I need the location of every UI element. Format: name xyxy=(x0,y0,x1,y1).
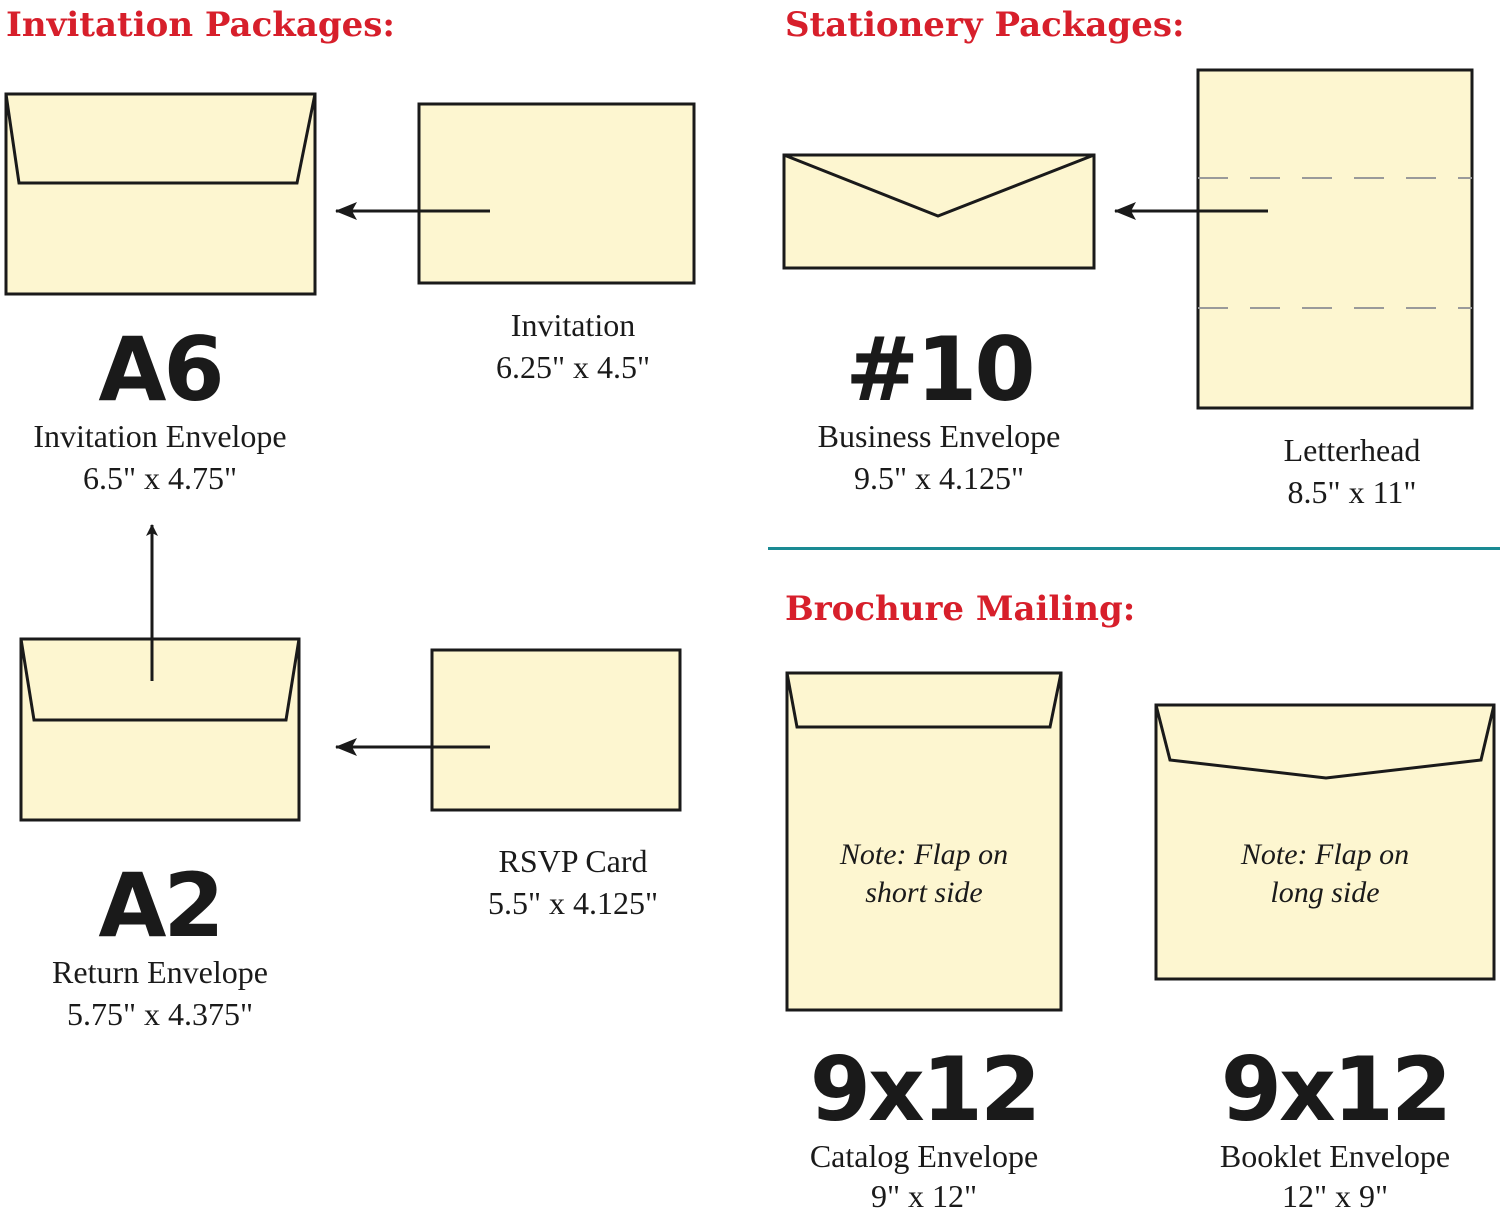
a2-size: 5.75" x 4.375" xyxy=(66,996,254,1032)
catalog-envelope xyxy=(785,671,1063,1012)
stationery-packages-heading: Stationery Packages: xyxy=(785,5,1185,45)
rsvp-card xyxy=(430,648,682,812)
a6-envelope xyxy=(4,92,317,296)
a2-code: A2 xyxy=(98,854,224,957)
booklet-code: 9x12 xyxy=(1220,1038,1452,1141)
a6-code: A6 xyxy=(98,318,224,421)
catalog-name: Catalog Envelope xyxy=(809,1138,1039,1174)
catalog-note-line2: short side xyxy=(865,876,983,909)
business-name: Business Envelope xyxy=(817,418,1061,454)
business-envelope xyxy=(782,153,1096,270)
letterhead-name: Letterhead xyxy=(1283,432,1421,468)
invitation-packages-heading: Invitation Packages: xyxy=(6,5,395,45)
letterhead-size: 8.5" x 11" xyxy=(1287,474,1417,510)
section-divider xyxy=(768,547,1500,550)
booklet-envelope xyxy=(1154,703,1496,981)
rsvp-size: 5.5" x 4.125" xyxy=(487,885,659,921)
business-size: 9.5" x 4.125" xyxy=(853,460,1025,496)
a2-name: Return Envelope xyxy=(52,954,268,990)
invitation-card xyxy=(417,102,696,285)
catalog-size: 9" x 12" xyxy=(870,1178,978,1214)
invitation-name: Invitation xyxy=(510,307,636,343)
catalog-note-line1: Note: Flap on xyxy=(839,838,1009,871)
a6-size: 6.5" x 4.75" xyxy=(82,460,238,496)
a6-name: Invitation Envelope xyxy=(33,418,287,454)
booklet-note-line1: Note: Flap on xyxy=(1240,838,1410,871)
booklet-size: 12" x 9" xyxy=(1281,1178,1389,1214)
rsvp-name: RSVP Card xyxy=(498,843,648,879)
invitation-size: 6.25" x 4.5" xyxy=(495,349,651,385)
letterhead-sheet xyxy=(1196,68,1474,410)
booklet-name: Booklet Envelope xyxy=(1219,1138,1451,1174)
catalog-code: 9x12 xyxy=(809,1038,1041,1141)
booklet-note-line2: long side xyxy=(1270,876,1380,909)
a2-envelope xyxy=(19,637,301,822)
brochure-mailing-heading: Brochure Mailing: xyxy=(785,589,1136,629)
business-code: #10 xyxy=(845,318,1035,421)
